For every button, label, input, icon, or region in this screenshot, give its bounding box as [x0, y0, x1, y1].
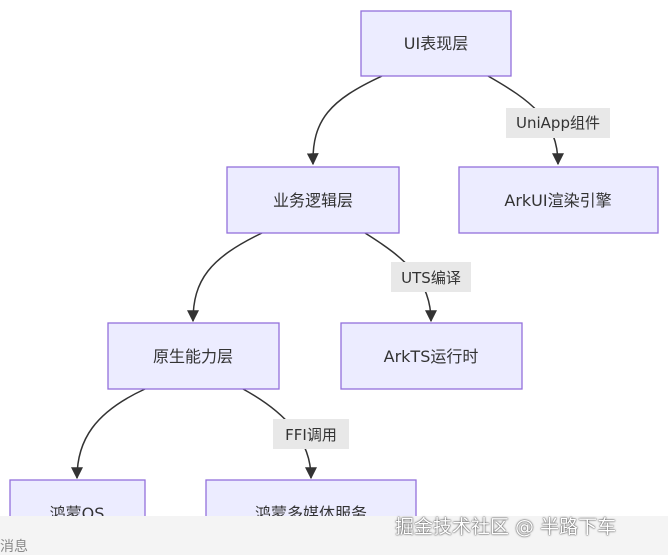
- edge-label-uts-text: UTS编译: [401, 269, 461, 287]
- edge-ui-to-logic: [306, 75, 383, 166]
- node-logic-layer: 业务逻辑层: [226, 166, 400, 234]
- node-arkts-runtime: ArkTS运行时: [340, 322, 523, 390]
- node-native-layer-label: 原生能力层: [153, 347, 233, 366]
- node-native-layer: 原生能力层: [107, 322, 280, 390]
- node-arkui-engine-label: ArkUI渲染引擎: [504, 191, 611, 210]
- node-arkui-engine: ArkUI渲染引擎: [458, 166, 659, 234]
- edge-label-ffi-text: FFI调用: [285, 426, 337, 444]
- watermark: 掘金技术社区 @ 半路下车: [395, 516, 617, 538]
- edge-label-ffi: FFI调用: [273, 419, 349, 449]
- edge-label-uts: UTS编译: [391, 262, 471, 292]
- edge-label-uniapp: UniApp组件: [506, 108, 610, 138]
- node-arkts-runtime-label: ArkTS运行时: [384, 347, 479, 366]
- node-logic-layer-label: 业务逻辑层: [273, 191, 353, 210]
- node-ui-layer: UI表现层: [360, 10, 512, 77]
- bottom-bar: 消息: [0, 516, 668, 555]
- node-ui-layer-label: UI表现层: [404, 34, 468, 53]
- edge-logic-to-native: [187, 232, 263, 323]
- bottom-bar-text: 消息: [0, 539, 28, 555]
- edge-native-to-os: [71, 388, 146, 480]
- edge-label-uniapp-text: UniApp组件: [516, 114, 600, 132]
